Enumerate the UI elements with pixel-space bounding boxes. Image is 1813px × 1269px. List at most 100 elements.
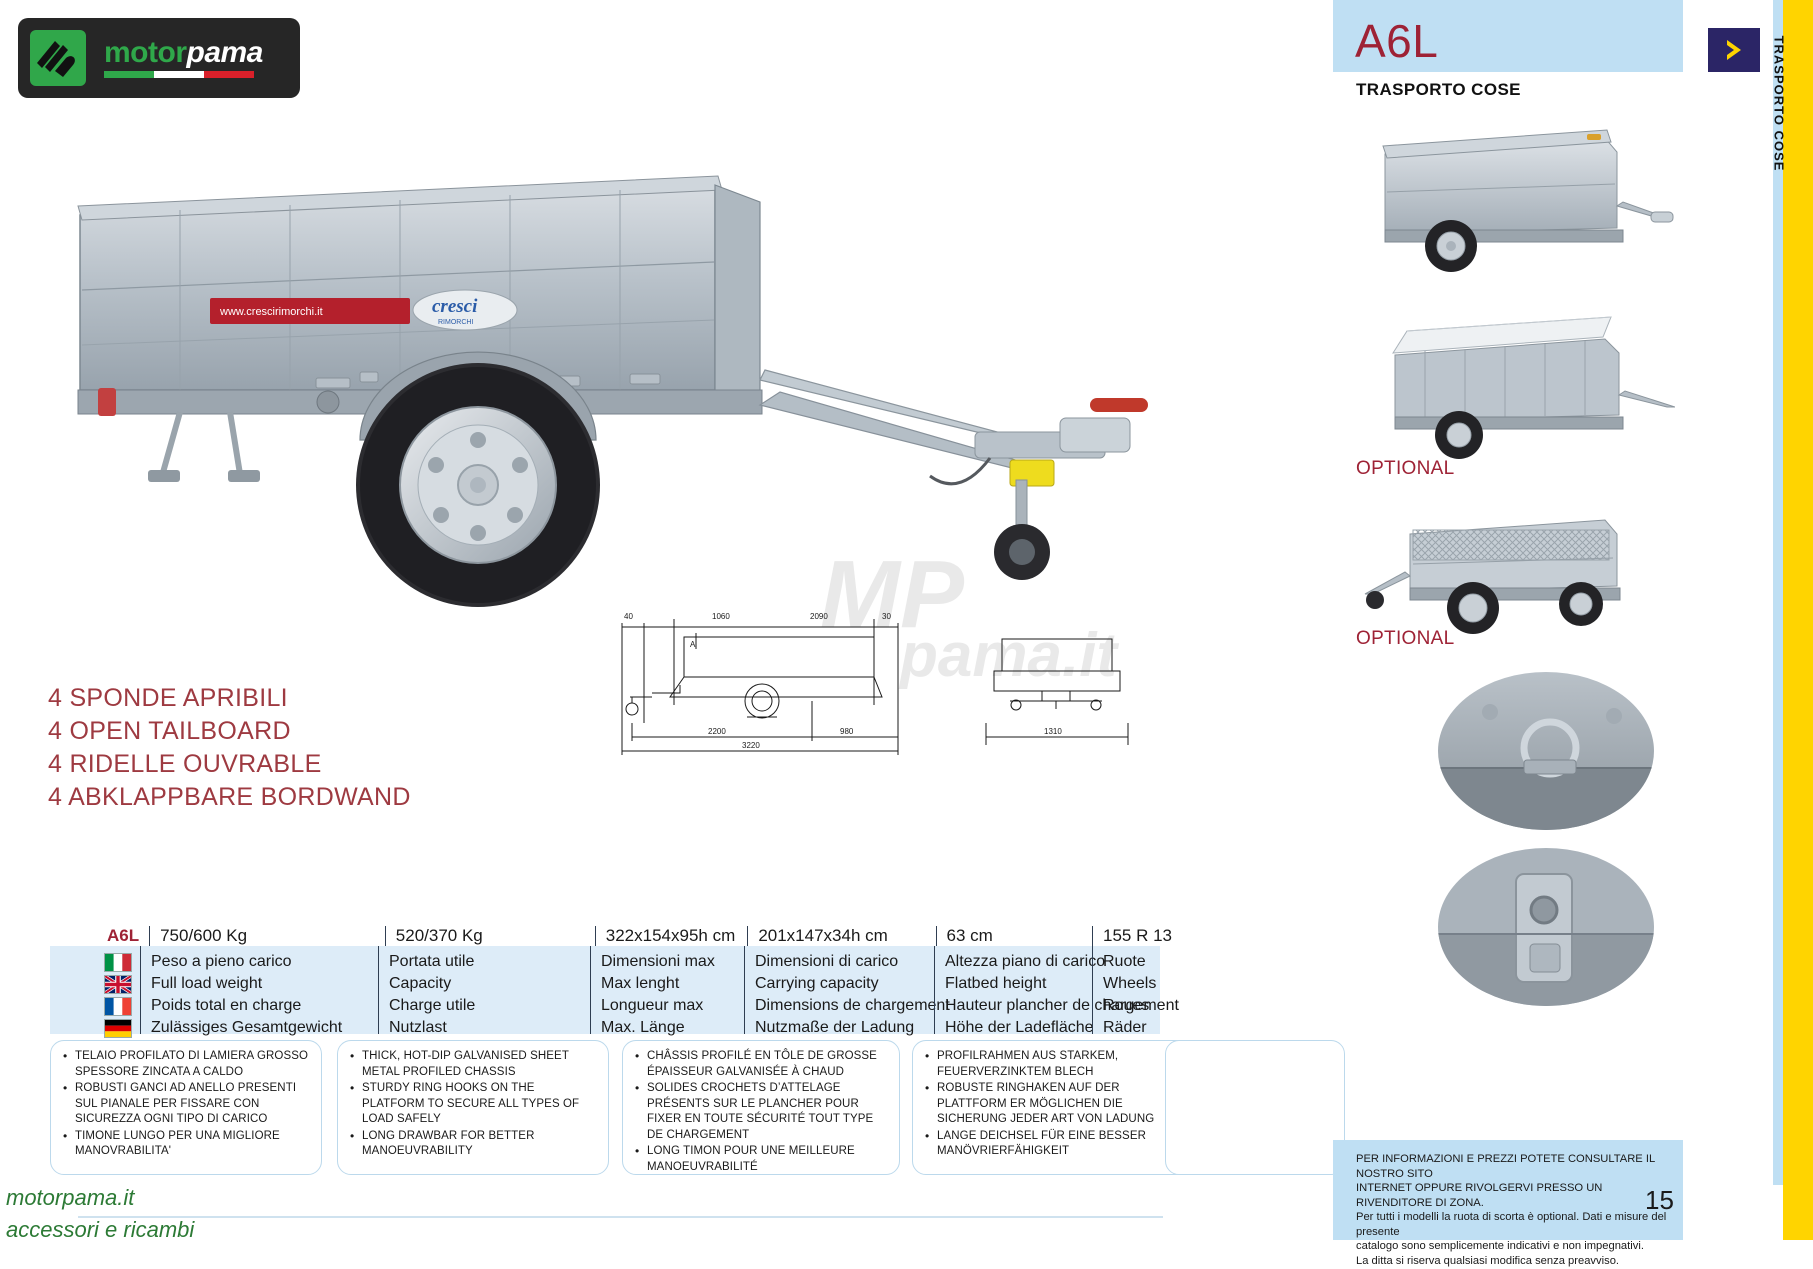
spec-value-capacity: 520/370 Kg [384,926,595,946]
section-tab: TRASPORTO COSE [1772,0,1813,1240]
dim-2090: 2090 [810,612,828,621]
feature-line-it: 4 SPONDE APRIBILI [48,684,288,712]
optional-label-2: OPTIONAL [1356,628,1455,649]
label-fr: Longueur max [601,997,704,1015]
label-it: Ruote [1103,953,1146,970]
footer-site: motorpama.it [6,1185,135,1210]
disclaimer-line-4: catalogo sono semplicemente indicativi e… [1356,1240,1644,1253]
spec-value-full-load: 750/600 Kg [149,926,385,946]
bullet-item: TELAIO PROFILATO DI LAMIERA GROSSO SPESS… [63,1048,311,1080]
logo-word-motor: motor [104,36,187,69]
technical-drawing: 40 1060 2090 30 2200 980 3220 1310 A [612,605,1172,765]
label-en: Carrying capacity [755,975,879,993]
label-en: Max lenght [601,975,680,993]
label-de: Max. Länge [601,1019,685,1037]
label-fr: Roues [1103,997,1150,1015]
label-de: Nutzlast [389,1019,447,1037]
label-de: Zulässiges Gesamtgewicht [151,1019,343,1037]
label-fr: Dimensions de chargement [755,997,950,1015]
spec-values-row: A6L 750/600 Kg 520/370 Kg 322x154x95h cm… [50,920,1172,946]
label-fr: Charge utile [389,997,476,1015]
disclaimer-line-5: La ditta si riserva qualsiasi modifica s… [1356,1254,1620,1267]
spec-labels-load-dims: Dimensioni di carico Carrying capacity D… [744,946,950,1036]
spec-value-load-dims: 201x147x34h cm [747,926,935,946]
mp-monogram-icon [30,30,86,86]
specifications-table: A6L 750/600 Kg 520/370 Kg 322x154x95h cm… [50,920,1179,1038]
bullet-item: STURDY RING HOOKS ON THE PLATFORM TO SEC… [350,1080,598,1128]
dim-40: 40 [624,612,633,621]
bullet-item: LANGE DEICHSEL FÜR EINE BESSER MANÖVRIER… [925,1128,1179,1160]
disclaimer-line-2: INTERNET OPPURE RIVOLGERVI PRESSO UN RIV… [1356,1182,1603,1209]
footer-tagline: accessori e ricambi [6,1216,195,1242]
feature-line-en: 4 OPEN TAILBOARD [48,717,291,745]
italian-flag-underline-icon [104,71,254,78]
bullet-item: THICK, HOT-DIP GALVANISED SHEET METAL PR… [350,1048,598,1080]
trailer-mesh-sides-photo [1355,490,1675,655]
label-en: Flatbed height [945,975,1047,993]
dim-3220: 3220 [742,741,760,750]
decal-sub: RIMORCHI [438,319,473,326]
disclaimer-text: PER INFORMAZIONI E PREZZI POTETE CONSULT… [1356,1152,1676,1269]
feature-box-en: THICK, HOT-DIP GALVANISED SHEET METAL PR… [337,1040,609,1175]
label-en: Capacity [389,975,452,993]
footer-divider [78,1216,1163,1218]
spec-model-code: A6L [106,926,140,945]
bullet-item: LONG DRAWBAR FOR BETTER MANOEUVRABILITY [350,1128,598,1160]
label-it: Dimensioni max [601,953,715,970]
feature-line-fr: 4 RIDELLE OUVRABLE [48,750,322,778]
label-de: Nutzmaße der Ladung [755,1019,915,1037]
logo-wordmark: motorpama [104,38,263,78]
flag-germany-icon [104,1019,132,1038]
dim-label-a: A [690,640,696,649]
dim-30: 30 [882,612,891,621]
label-it: Dimensioni di carico [755,953,899,970]
bullet-item: ROBUSTI GANCI AD ANELLO PRESENTI SUL PIA… [63,1080,311,1128]
features-headline: 4 SPONDE APRIBILI 4 OPEN TAILBOARD 4 RID… [48,682,411,814]
footer-brand: motorpama.it accessori e ricambi [6,1182,194,1246]
flag-uk-icon [104,974,132,995]
feature-box-it: TELAIO PROFILATO DI LAMIERA GROSSO SPESS… [50,1040,322,1175]
dim-1310: 1310 [1044,727,1062,736]
trailer-side-view-photo [1355,118,1675,283]
main-product-photo: www.crescirimorchi.it cresci RIMORCHI [60,140,1160,690]
label-fr: Poids total en charge [151,997,302,1015]
bullet-item: SOLIDES CROCHETS D’ATTELAGE PRÉSENTS SUR… [635,1080,889,1143]
disclaimer-line-3: Per tutti i modelli la ruota di scorta è… [1356,1211,1667,1238]
label-it: Peso a pieno carico [151,953,292,970]
trailer-with-cover-photo [1355,295,1676,470]
feature-line-de: 4 ABKLAPPBARE BORDWAND [48,783,411,811]
feature-box-spacer [1165,1040,1345,1175]
label-it: Portata utile [389,953,475,970]
disclaimer-panel [1333,1140,1683,1240]
dim-980: 980 [840,727,854,736]
ring-hook-detail-photo [1438,672,1654,835]
flag-italy-icon [104,953,132,972]
page-number: 15 [1645,1185,1674,1215]
coupling-detail-photo [1438,848,1654,1011]
bullet-item: CHÂSSIS PROFILÉ EN TÔLE DE GROSSE ÉPAISS… [635,1048,889,1080]
spec-labels-capacity: Portata utile Capacity Charge utile Nutz… [378,946,590,1036]
header-white-panel [1333,72,1683,130]
spec-labels-full-load: Peso a pieno carico Full load weight Poi… [140,946,378,1036]
sidebar-blue-strip [1773,0,1783,1185]
logo-word-pama: pama [186,36,264,69]
feature-box-de: PROFILRAHMEN AUS STARKEM, FEUERVERZINKTE… [912,1040,1190,1175]
section-tab-label: TRASPORTO COSE [1771,35,1787,172]
dim-2200: 2200 [708,727,726,736]
bullet-item: PROFILRAHMEN AUS STARKEM, FEUERVERZINKTE… [925,1048,1179,1080]
bullet-item: TIMONE LUNGO PER UNA MIGLIORE MANOVRABIL… [63,1128,311,1160]
label-en: Wheels [1103,975,1157,993]
label-en: Full load weight [151,975,263,993]
spec-value-wheels: 155 R 13 [1092,926,1172,946]
spec-value-flatbed-height: 63 cm [935,926,1093,946]
spec-value-max-dims: 322x154x95h cm [594,926,748,946]
motorpama-logo: motorpama [18,18,300,98]
decal-brand: cresci [432,296,478,317]
spec-labels-max-dims: Dimensioni max Max lenght Longueur max M… [590,946,744,1036]
spec-labels-flatbed-height: Altezza piano di carico Flatbed height H… [934,946,1179,1036]
flag-france-icon [104,997,132,1016]
chevron-right-icon [1708,28,1760,72]
decal-website: www.crescirimorchi.it [219,306,323,318]
spec-labels-wheels: Ruote Wheels Roues Räder [1092,946,1160,1036]
label-de: Räder [1103,1019,1147,1037]
